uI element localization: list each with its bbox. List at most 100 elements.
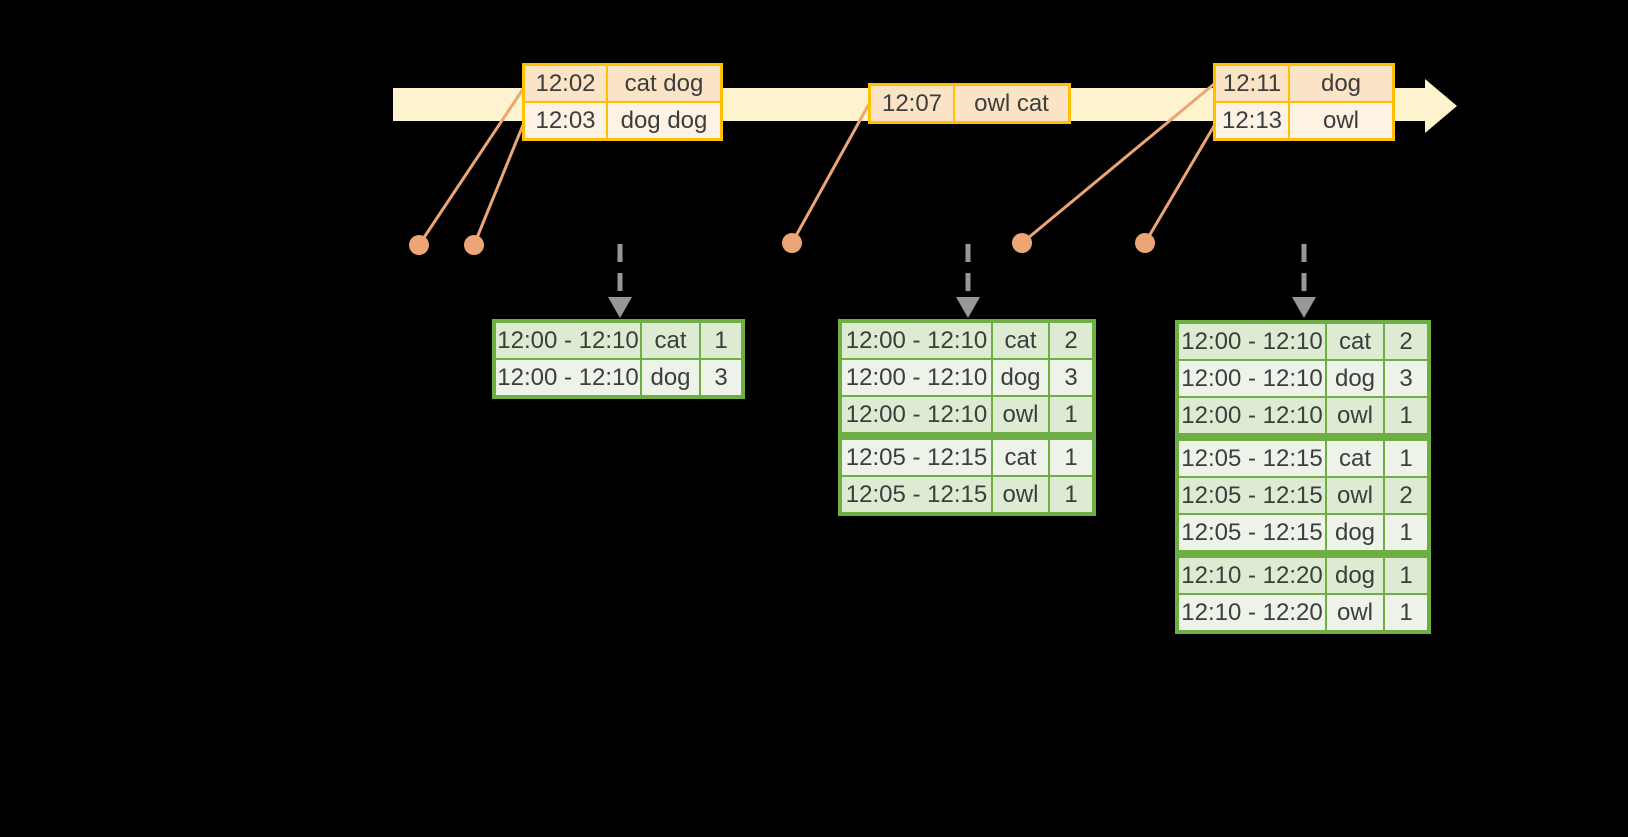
- trigger-arrowhead: [608, 297, 632, 318]
- result-cell-count: 1: [1383, 558, 1427, 593]
- result-cell-word: cat: [1325, 324, 1383, 359]
- result-cell-window: 12:05 - 12:15: [842, 440, 991, 475]
- result-cell-word: owl: [991, 397, 1048, 432]
- result-cell-window: 12:10 - 12:20: [1179, 595, 1325, 630]
- result-cell-window: 12:00 - 12:10: [842, 360, 991, 395]
- event-cell-words: dog dog: [606, 103, 720, 138]
- result-cell-window: 12:00 - 12:10: [1179, 361, 1325, 396]
- connector-line-3: [790, 103, 871, 244]
- result-cell-count: 2: [1048, 323, 1092, 358]
- trigger-arrowhead: [956, 297, 980, 318]
- result-cell-word: cat: [1325, 441, 1383, 476]
- result-cell-count: 3: [1383, 361, 1427, 396]
- trigger-arrow-3: [1292, 244, 1316, 318]
- result-cell-word: owl: [1325, 595, 1383, 630]
- event-dot-3: [782, 233, 802, 253]
- event-dot-5: [1135, 233, 1155, 253]
- result-cell-word: dog: [1325, 515, 1383, 550]
- result-cell-word: dog: [1325, 361, 1383, 396]
- result-cell-count: 2: [1383, 478, 1427, 513]
- event-dot-4: [1012, 233, 1032, 253]
- result-cell-word: owl: [1325, 398, 1383, 433]
- result-cell-window: 12:05 - 12:15: [1179, 515, 1325, 550]
- result-cell-window: 12:00 - 12:10: [1179, 398, 1325, 433]
- result-cell-window: 12:00 - 12:10: [842, 397, 991, 432]
- connector-line-4: [1021, 82, 1215, 245]
- result-cell-window: 12:00 - 12:10: [1179, 324, 1325, 359]
- event-cell-words: owl: [1288, 103, 1392, 138]
- event-cell-time: 12:03: [525, 103, 606, 138]
- event-dot-1: [409, 235, 429, 255]
- connector-line-5: [1143, 125, 1216, 244]
- event-cell-time: 12:13: [1216, 103, 1288, 138]
- result-cell-word: owl: [1325, 478, 1383, 513]
- event-cell-time: 12:07: [871, 86, 953, 121]
- result-cell-word: dog: [1325, 558, 1383, 593]
- result-cell-word: cat: [991, 440, 1048, 475]
- result-cell-count: 3: [1048, 360, 1092, 395]
- event-cell-words: dog: [1288, 66, 1392, 101]
- event-cell-words: cat dog: [606, 66, 720, 101]
- result-cell-count: 1: [1383, 595, 1427, 630]
- result-cell-window: 12:00 - 12:10: [496, 323, 640, 358]
- result-cell-window: 12:10 - 12:20: [1179, 558, 1325, 593]
- event-cell-words: owl cat: [953, 86, 1068, 121]
- connector-line-2: [472, 124, 525, 246]
- result-cell-word: dog: [991, 360, 1048, 395]
- result-cell-count: 3: [699, 360, 741, 395]
- result-cell-word: cat: [991, 323, 1048, 358]
- result-cell-window: 12:05 - 12:15: [842, 477, 991, 512]
- result-cell-window: 12:00 - 12:10: [842, 323, 991, 358]
- result-cell-window: 12:00 - 12:10: [496, 360, 640, 395]
- result-cell-word: owl: [991, 477, 1048, 512]
- result-cell-count: 1: [1048, 440, 1092, 475]
- result-cell-count: 1: [1048, 477, 1092, 512]
- connector-line-1: [417, 88, 525, 246]
- result-cell-window: 12:05 - 12:15: [1179, 441, 1325, 476]
- timeline-arrowhead: [1425, 79, 1457, 133]
- trigger-arrowhead: [1292, 297, 1316, 318]
- result-cell-count: 2: [1383, 324, 1427, 359]
- event-cell-time: 12:11: [1216, 66, 1288, 101]
- trigger-arrow-1: [608, 244, 632, 318]
- result-cell-count: 1: [699, 323, 741, 358]
- event-dot-2: [464, 235, 484, 255]
- result-cell-window: 12:05 - 12:15: [1179, 478, 1325, 513]
- result-cell-count: 1: [1383, 398, 1427, 433]
- result-cell-count: 1: [1383, 441, 1427, 476]
- event-cell-time: 12:02: [525, 66, 606, 101]
- trigger-arrow-2: [956, 244, 980, 318]
- result-cell-count: 1: [1383, 515, 1427, 550]
